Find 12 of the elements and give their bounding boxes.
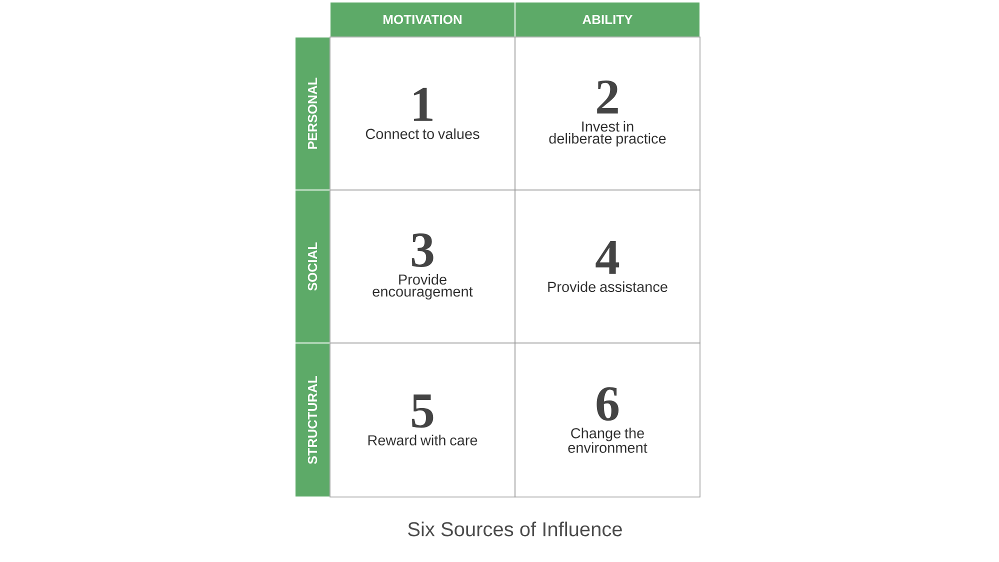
- column-header: ABILITY: [514, 2, 700, 38]
- row-header: STRUCTURAL: [294, 342, 330, 498]
- grid-cell: 3 Provide encouragement: [330, 190, 516, 344]
- grid-cell: 1 Connect to values: [330, 36, 516, 190]
- grid-cell: 2 Invest in deliberate practice: [514, 36, 700, 190]
- grid-cell: 5 Reward with care: [330, 342, 516, 498]
- grid-cell: 6 Change the environment: [514, 342, 700, 498]
- row-header: PERSONAL: [294, 36, 330, 190]
- caption: Six Sources of Influence: [408, 522, 622, 536]
- grid-cell: 4 Provide assistance: [514, 190, 700, 344]
- row-header: SOCIAL: [294, 190, 330, 344]
- column-header: MOTIVATION: [330, 2, 516, 38]
